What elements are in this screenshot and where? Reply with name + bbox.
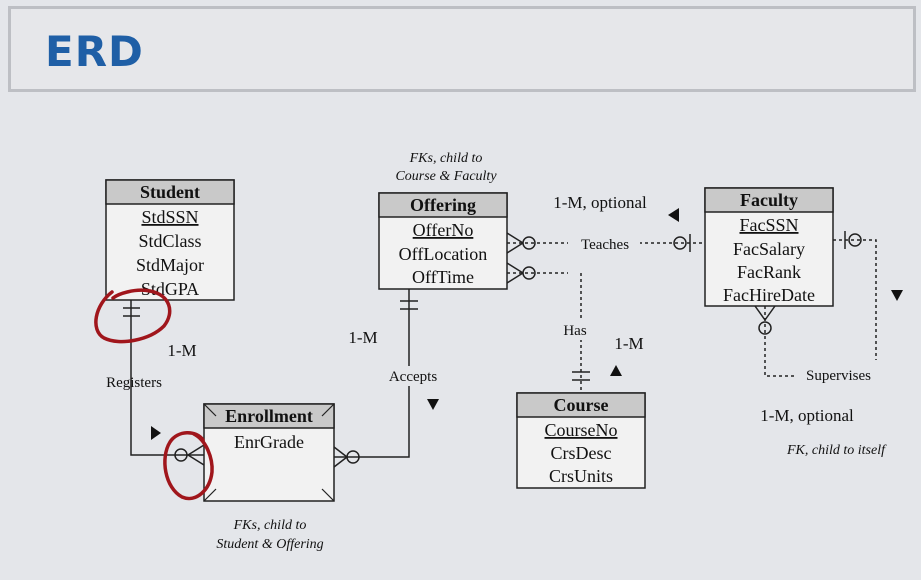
direction-arrows	[151, 208, 903, 440]
entity-course[interactable]: Course CourseNo CrsDesc CrsUnits	[516, 392, 646, 489]
entity-enrollment[interactable]: Enrollment EnrGrade	[203, 403, 335, 502]
faculty-attr-2: FacRank	[737, 262, 801, 282]
line-supervises-right	[833, 239, 877, 360]
page-title: ERD	[45, 27, 144, 76]
card-teaches: 1-M, optional	[553, 193, 647, 212]
fk-notes: FKs, child to Course & Faculty FKs, chil…	[216, 151, 887, 552]
offering-pk: OfferNo	[413, 220, 474, 240]
highlight-circle-student	[94, 288, 172, 344]
arrow-down-supervises	[891, 290, 903, 301]
card-registers: 1-M	[167, 341, 196, 360]
arrow-right-registers	[151, 426, 161, 440]
offering-attr-2: OffTime	[412, 267, 474, 287]
rel-supervises-label: Supervises	[806, 368, 871, 384]
offering-name: Offering	[410, 195, 476, 215]
rel-teaches-label: Teaches	[581, 237, 629, 253]
entity-offering[interactable]: Offering OfferNo OffLocation OffTime	[378, 192, 508, 290]
entity-faculty[interactable]: Faculty FacSSN FacSalary FacRank FacHire…	[704, 187, 834, 307]
note-faculty: FK, child to itself	[786, 443, 887, 458]
title-bar: ERD	[8, 6, 916, 92]
enrollment-name: Enrollment	[225, 406, 313, 426]
card-supervises: 1-M, optional	[760, 406, 854, 425]
relationship-labels: Teaches Has Registers Accepts Supervises	[106, 233, 871, 391]
highlight-circle-enrollment	[163, 431, 214, 501]
line-supervises-left	[764, 306, 795, 377]
student-attr-1: StdClass	[138, 231, 201, 251]
note-offering-1: FKs, child to	[409, 151, 483, 166]
arrow-down-accepts	[427, 399, 439, 410]
student-attr-2: StdMajor	[136, 255, 204, 275]
course-pk: CourseNo	[545, 420, 618, 440]
course-attr-2: CrsUnits	[549, 466, 613, 486]
cardinality-labels: 1-M, optional 1-M 1-M 1-M 1-M, optional	[167, 193, 854, 425]
rel-accepts-label: Accepts	[389, 369, 437, 385]
note-enrollment-2: Student & Offering	[216, 537, 323, 552]
faculty-attr-1: FacSalary	[733, 239, 805, 259]
course-attr-1: CrsDesc	[551, 443, 612, 463]
card-accepts: 1-M	[348, 328, 377, 347]
rel-has-label: Has	[563, 323, 586, 339]
highlight-annotations	[94, 288, 214, 501]
faculty-pk: FacSSN	[739, 215, 798, 235]
enrollment-attr-1: EnrGrade	[234, 432, 304, 452]
rel-registers-label: Registers	[106, 375, 162, 391]
student-name: Student	[140, 182, 200, 202]
line-registers	[130, 300, 204, 456]
student-pk: StdSSN	[141, 207, 198, 227]
faculty-name: Faculty	[740, 190, 798, 210]
card-has: 1-M	[614, 334, 643, 353]
course-name: Course	[554, 395, 609, 415]
entity-student[interactable]: Student StdSSN StdClass StdMajor StdGPA	[105, 179, 235, 301]
student-attr-3: StdGPA	[141, 279, 199, 299]
note-enrollment-1: FKs, child to	[233, 518, 307, 533]
note-offering-2: Course & Faculty	[395, 169, 497, 184]
offering-attr-1: OffLocation	[399, 244, 488, 264]
faculty-attr-3: FacHireDate	[723, 285, 815, 305]
arrow-left-teaches	[668, 208, 679, 222]
arrow-up-has	[610, 365, 622, 376]
